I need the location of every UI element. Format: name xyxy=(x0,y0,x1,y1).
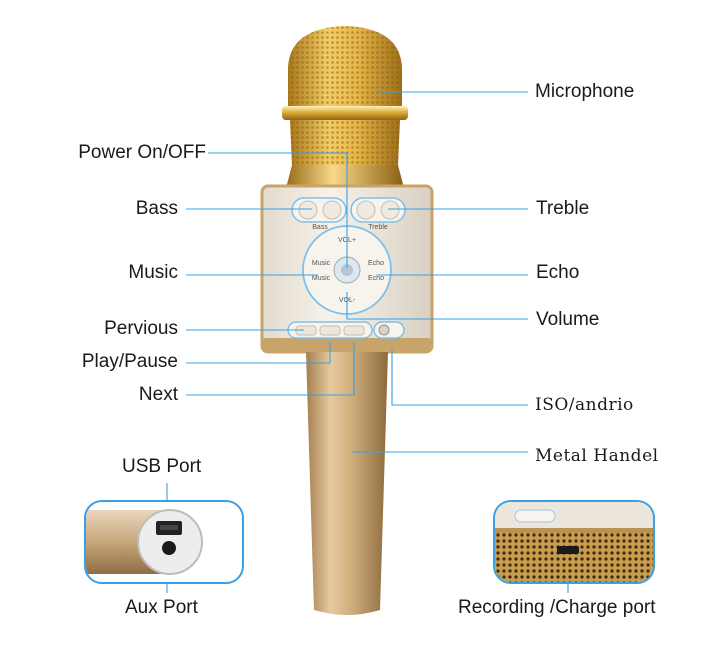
label-usb-port: USB Port xyxy=(122,456,202,477)
callout-lines xyxy=(166,91,569,593)
panel-music-bottom-text: Music xyxy=(312,275,331,282)
label-previous: Pervious xyxy=(104,318,178,339)
panel-echo-bottom-text: Echo xyxy=(368,275,384,282)
charge-port-icon xyxy=(557,546,579,554)
panel-treble-text: Treble xyxy=(368,224,388,231)
microphone-head xyxy=(282,26,408,188)
playback-buttons[interactable] xyxy=(287,321,405,339)
label-next: Next xyxy=(138,384,178,405)
treble-buttons[interactable]: Treble xyxy=(350,197,406,231)
label-treble: Treble xyxy=(536,198,590,219)
panel-bass-text: Bass xyxy=(312,224,328,231)
charge-port-illustration xyxy=(495,502,653,582)
usb-aux-inset xyxy=(84,500,244,584)
label-iso-android: ISO/andrio xyxy=(535,395,634,415)
metal-handle xyxy=(306,352,388,615)
panel-music-top-text: Music xyxy=(312,260,331,267)
panel-echo-top-text: Echo xyxy=(368,260,384,267)
charge-port-inset xyxy=(493,500,655,584)
label-volume: Volume xyxy=(536,309,600,330)
label-music: Music xyxy=(128,262,178,283)
label-power: Power On/OFF xyxy=(78,142,206,163)
label-recording-charge: Recording /Charge port xyxy=(458,597,656,618)
label-play-pause: Play/Pause xyxy=(81,351,178,372)
label-bass: Bass xyxy=(135,198,178,219)
bass-buttons[interactable]: Bass xyxy=(291,197,347,231)
usb-aux-illustration xyxy=(86,509,203,575)
aux-port-icon xyxy=(162,541,176,555)
label-microphone: Microphone xyxy=(535,81,635,102)
label-aux-port: Aux Port xyxy=(125,597,198,618)
label-echo: Echo xyxy=(536,262,580,283)
label-metal-handle: Metal Handel xyxy=(535,446,659,466)
